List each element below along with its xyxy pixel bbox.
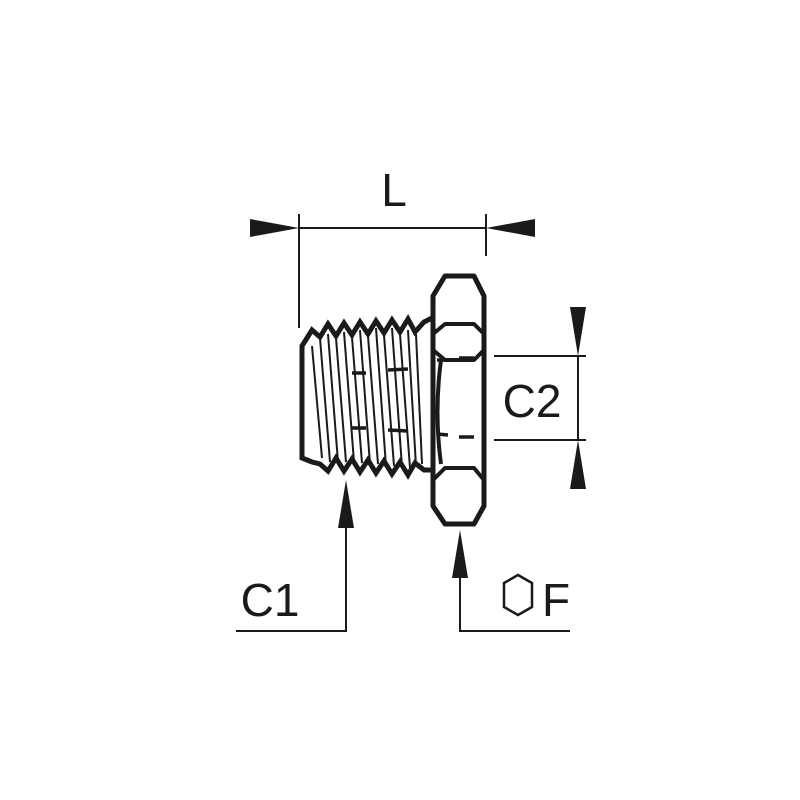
threaded-body <box>299 313 434 480</box>
hex-head-outline <box>430 273 487 527</box>
hex-hidden-lines <box>436 356 474 439</box>
dimension-c2: C2 <box>494 307 586 489</box>
hidden-bore-lines <box>352 367 409 433</box>
arrowhead-f <box>452 530 468 578</box>
arrowhead-c2-top <box>570 307 586 356</box>
arrowhead-right <box>486 219 535 237</box>
hex-flat-upper <box>431 322 486 362</box>
label-c1: C1 <box>241 574 300 626</box>
arrowhead-c2-bottom <box>570 440 586 489</box>
hexagon-outline-icon <box>502 573 534 617</box>
thread-outline <box>299 313 434 480</box>
label-length: L <box>381 164 407 216</box>
leader-line-f <box>459 576 570 632</box>
dimension-length: L <box>250 164 535 328</box>
hex-head <box>430 273 487 527</box>
leader-c1: C1 <box>236 480 354 632</box>
leader-f: F <box>452 530 570 632</box>
hex-chamfer-upper <box>435 359 443 465</box>
label-f: F <box>542 574 570 626</box>
arrowhead-c1 <box>338 480 354 528</box>
arrowhead-left <box>250 219 299 237</box>
hex-flat-lower <box>431 466 486 482</box>
label-c2: C2 <box>503 375 562 427</box>
thread-flanks <box>311 327 423 469</box>
leader-line-c1 <box>236 526 347 632</box>
